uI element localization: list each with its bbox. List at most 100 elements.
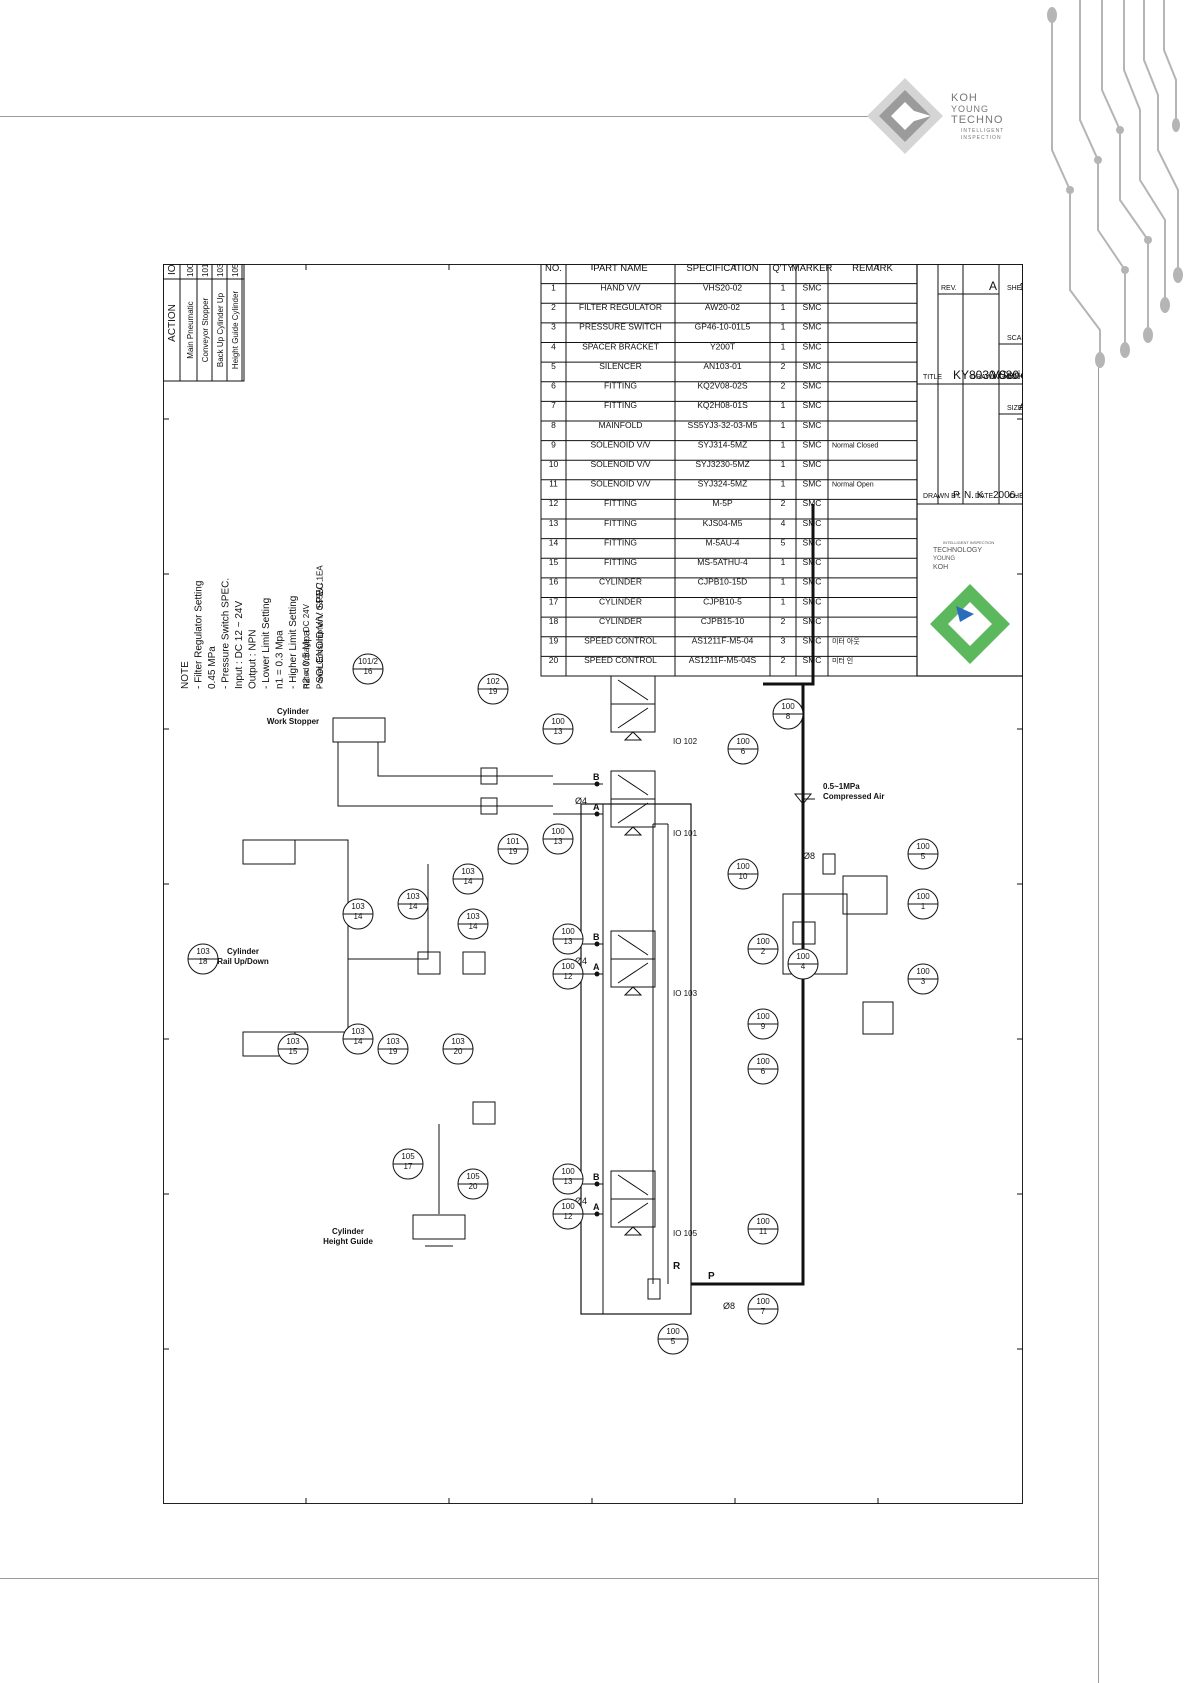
io-cell-io: 100 — [186, 264, 195, 277]
bom-cell: M-5P — [712, 498, 733, 508]
valve-io102 — [610, 675, 656, 741]
bom-cell: 10 — [549, 459, 559, 469]
bom-cell: M-5AU-4 — [705, 537, 739, 547]
balloon-bottom: 105 — [401, 1152, 415, 1161]
balloon-top: 9 — [761, 1022, 766, 1031]
hand-valve-icon — [842, 875, 888, 915]
bom-cell: FITTING — [604, 557, 637, 567]
valve-io101 — [610, 770, 656, 836]
balloon-top: 19 — [509, 847, 518, 856]
tb-logo-tagline: INTELLIGENT INSPECTION — [943, 540, 994, 545]
port-p-label: P — [708, 1271, 715, 1282]
bom-cell: 20 — [549, 655, 559, 665]
valve-arrow — [617, 934, 649, 956]
valve-half — [610, 930, 656, 960]
bom-cell: SMC — [803, 381, 822, 391]
bom-cell: MS-5ATHU-4 — [697, 557, 748, 567]
bom-cell: 7 — [551, 400, 556, 410]
balloon-top: 14 — [469, 922, 478, 931]
bom-cell: 1 — [781, 302, 786, 312]
balloon-top: 12 — [564, 972, 573, 981]
speed-control-rail-1 — [417, 951, 441, 975]
balloon-bottom: 103 — [406, 892, 420, 901]
balloon-bottom: 100 — [561, 927, 575, 936]
title-label: TITLE — [923, 374, 942, 381]
footer-rule — [0, 1578, 1098, 1579]
balloon-bottom: 103 — [451, 1037, 465, 1046]
bom-cell: CYLINDER — [599, 616, 642, 626]
junction — [594, 811, 600, 817]
balloon-top: 17 — [404, 1162, 413, 1171]
bom-header: MARKER — [792, 264, 833, 274]
bom-cell: AS1211F-M5-04S — [689, 655, 757, 665]
manifold-body — [580, 803, 692, 1315]
balloon-top: 15 — [289, 1047, 298, 1056]
port-r-label: R — [673, 1261, 681, 1272]
balloon-bottom: 100 — [551, 717, 565, 726]
port-label: B — [593, 1172, 600, 1182]
note-line: NOTE — [180, 661, 191, 689]
rail-label-2: Cylinder — [227, 947, 259, 956]
bom-cell: SPACER BRACKET — [582, 341, 659, 351]
note-line: - Lower Limit Setting — [261, 598, 272, 689]
balloon-bottom: 100 — [796, 952, 810, 961]
balloon-top: 13 — [564, 937, 573, 946]
bom-cell: 8 — [551, 420, 556, 430]
balloon-top: 5 — [921, 852, 926, 861]
balloon-top: 20 — [469, 1182, 478, 1191]
bom-cell: CYLINDER — [599, 577, 642, 587]
filter-regulator-icon — [782, 893, 848, 975]
bom-cell: 1 — [781, 459, 786, 469]
title-block-logo-icon — [930, 584, 1010, 664]
junction — [594, 971, 600, 977]
note-line: 0.45 MPa — [207, 646, 218, 689]
balloon-bottom: 100 — [551, 827, 565, 836]
note-line: n2 = 0.5 Mpa — [302, 630, 313, 689]
bom-cell: 1 — [781, 420, 786, 430]
logo-tagline-2: INSPECTION — [961, 135, 1002, 141]
bom-cell: 1 — [781, 479, 786, 489]
work-stopper-label-1: Work Stopper — [267, 717, 319, 726]
bom-cell: SMC — [803, 282, 822, 292]
balloon-top: 10 — [739, 872, 748, 881]
balloon-bottom: 100 — [756, 937, 770, 946]
bom-cell: 4 — [551, 341, 556, 351]
io-cell-action: Height Guide Cylinder — [231, 291, 240, 370]
bom-cell: SOLENOID V/V — [591, 459, 651, 469]
pressure-switch-icon — [862, 1001, 894, 1035]
bom-header: Q'TY — [772, 264, 794, 274]
dia4-label-1: Ø4 — [575, 1196, 587, 1206]
bom-cell: SMC — [803, 498, 822, 508]
bom-cell: FITTING — [604, 381, 637, 391]
scale-label: SCALE — [1007, 335, 1023, 342]
bom-cell: 9 — [551, 439, 556, 449]
compressed-air-value: 0.5~1MPa — [823, 782, 860, 791]
balloon-bottom: 100 — [756, 1297, 770, 1306]
port-label: A — [593, 962, 600, 972]
bom-cell: SPEED CONTROL — [584, 655, 657, 665]
bom-cell: KQ2V08-02S — [697, 381, 747, 391]
balloon-top: 3 — [921, 977, 926, 986]
balloon-top: 14 — [354, 1037, 363, 1046]
bom-cell: VHS20-02 — [703, 282, 742, 292]
bom-cell: 2 — [781, 498, 786, 508]
bom-cell: SMC — [803, 439, 822, 449]
port-label: A — [593, 802, 600, 812]
border-ticks — [163, 264, 1023, 1504]
balloon-bottom: 103 — [461, 867, 475, 876]
bom-cell: 6 — [551, 381, 556, 391]
balloon-bottom: 103 — [386, 1037, 400, 1046]
compressed-air-label: Compressed Air — [823, 792, 885, 801]
balloon-top: 13 — [564, 1177, 573, 1186]
